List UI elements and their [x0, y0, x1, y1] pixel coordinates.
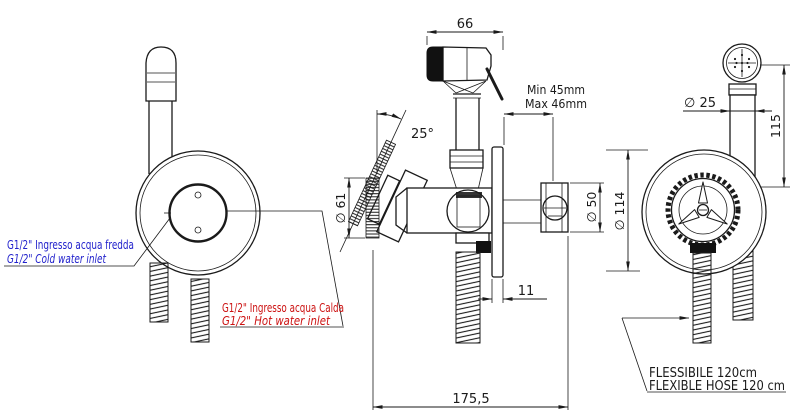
front-view-right: ∅ 25 115	[606, 43, 790, 394]
wall-plate	[491, 146, 504, 278]
shower-lever	[485, 67, 504, 101]
dim-label-25deg: 25°	[411, 127, 434, 142]
cold-inlet-label-italian: G1/2" Ingresso acqua fredda	[7, 238, 134, 252]
wheel-spokes	[678, 181, 728, 225]
ball-joint-band	[456, 192, 482, 198]
dimension-head-width: 66	[426, 17, 504, 50]
cold-inlet-label-english: G1/2" Cold water inlet	[7, 252, 107, 266]
hot-inlet-label-english: G1/2" Hot water inlet	[222, 314, 331, 328]
escutcheon-plate-outer	[135, 150, 261, 276]
hot-inlet-label-italian: G1/2" Ingresso acqua Calda	[222, 301, 344, 315]
front-view-left: G1/2" Ingresso acqua fredda G1/2" Cold w…	[4, 46, 344, 343]
hose-leader-line	[621, 317, 648, 392]
inlet-fitting-body	[540, 182, 569, 233]
knob-wheel-edge-on	[365, 177, 380, 239]
spray-head-outer	[722, 43, 762, 83]
knob-hole-bottom	[194, 226, 202, 234]
outlet-fitting	[455, 232, 490, 244]
dim-label-66: 66	[457, 17, 474, 32]
cold-water-annotation: G1/2" Ingresso acqua fredda G1/2" Cold w…	[4, 217, 171, 267]
shower-collar	[728, 83, 757, 96]
cold-inlet-leader-line	[4, 217, 171, 267]
dim-label-11: 11	[518, 284, 535, 299]
dim-label-175-5: 175,5	[452, 392, 489, 407]
knob-hole-top	[194, 191, 202, 199]
spray-head-inner	[726, 47, 758, 79]
ball-joint	[446, 189, 490, 233]
flexible-hose	[190, 278, 210, 343]
dimension-handle-length: 115	[757, 64, 790, 188]
hot-water-annotation: G1/2" Ingresso acqua Calda G1/2" Hot wat…	[220, 210, 344, 328]
hose-nut	[449, 149, 484, 169]
dimension-installation-depth: Min 45mm Max 46mm	[503, 83, 587, 181]
ball-joint-insert	[456, 195, 481, 228]
dim-label-dia61: ∅ 61	[333, 193, 348, 224]
inlet-port	[542, 195, 568, 221]
dimension-plate-thickness: 11	[478, 279, 547, 303]
dim-label-dia50: ∅ 50	[584, 192, 599, 223]
escutcheon-with-wheel	[641, 149, 767, 344]
escutcheon-plate-inner	[139, 154, 257, 272]
hose-label-english: FLEXIBLE HOSE 120 cm	[649, 378, 785, 394]
dimension-plate-diameter: ∅ 114	[606, 149, 648, 272]
dim-label-max46: Max 46mm	[525, 97, 587, 111]
flexible-hose	[149, 262, 169, 323]
neck-cone-lines	[442, 80, 487, 94]
wheel-hose-nut	[690, 243, 716, 253]
dimension-handle-diameter: ∅ 25	[683, 96, 772, 113]
spray-nozzle-dots	[733, 53, 751, 73]
outlet-plug	[476, 241, 491, 253]
dim-label-115: 115	[768, 114, 783, 138]
dim-label-min45: Min 45mm	[527, 83, 585, 97]
flexible-hose-annotation: FLESSIBILE 120cm FLEXIBLE HOSE 120 cm	[621, 316, 786, 394]
flexible-hose	[692, 252, 712, 344]
mixer-body-side	[347, 139, 493, 344]
dimension-knob-angle: 25°	[339, 109, 434, 253]
dimension-knob-diameter: ∅ 61	[333, 177, 365, 239]
flexible-hose	[455, 251, 481, 344]
body-left-taper	[395, 187, 408, 234]
dimension-inlet-diameter: ∅ 50	[570, 182, 604, 233]
dim-label-dia25: ∅ 25	[684, 96, 716, 111]
dim-label-dia114: ∅ 114	[612, 192, 627, 231]
side-view-middle: 66	[333, 17, 604, 410]
spray-face	[426, 46, 444, 82]
shower-holder-bracket	[145, 46, 177, 102]
dimension-total-width: 175,5	[372, 236, 569, 410]
hand-shower-head-side	[426, 46, 504, 191]
water-inlet-fitting	[503, 182, 569, 233]
hose-label-italian: FLESSIBILE 120cm	[649, 365, 757, 381]
hot-inlet-leader-line	[227, 210, 344, 327]
